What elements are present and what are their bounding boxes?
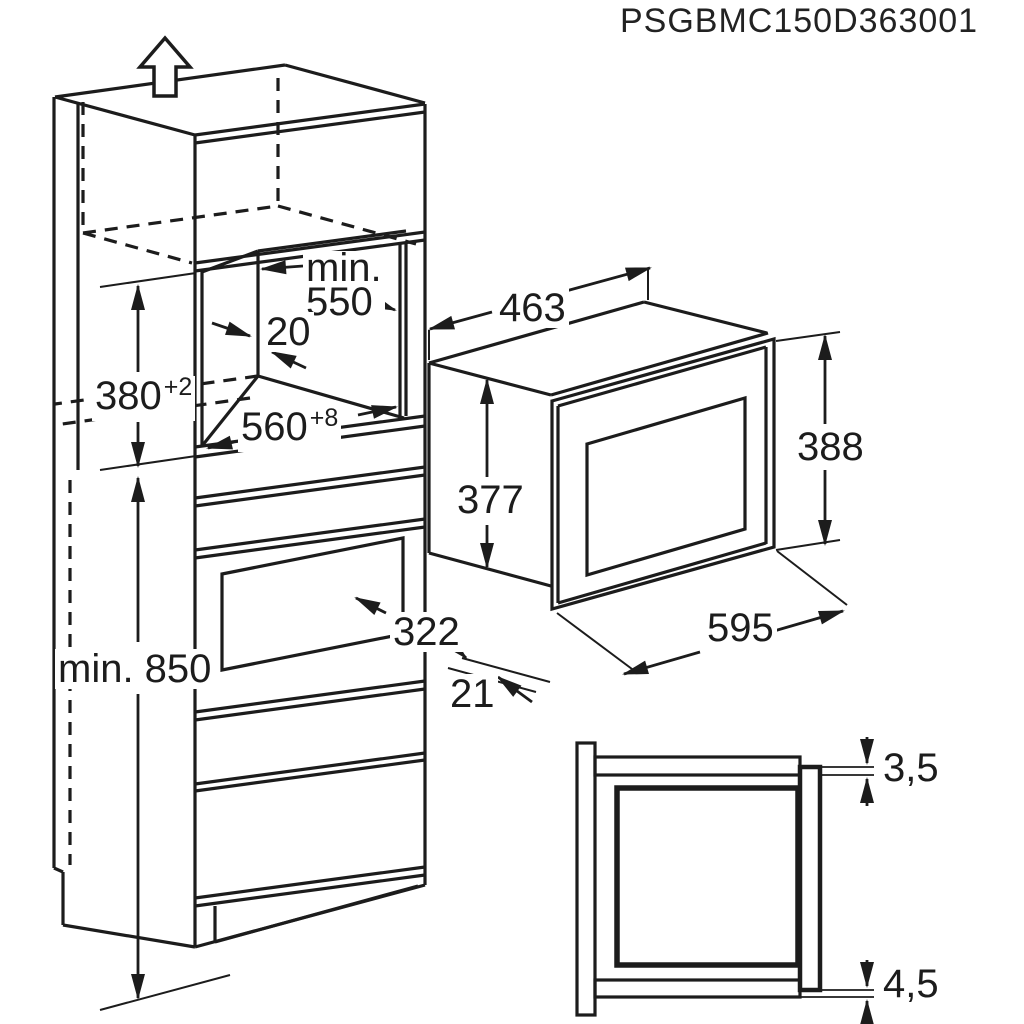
dim-niche-width-tolerance: +8 [309,404,339,432]
dim-niche-height-tolerance: +2 [163,373,193,401]
dim-label-min-floor-height: min. 850 [55,649,215,689]
dim-niche-depth-value: 550 [306,280,373,324]
dim-niche-width-value: 560 [241,405,308,449]
microwave-door-window [585,395,747,578]
plan-door-frame [797,764,823,993]
plan-top-panel [593,755,802,777]
dim-niche-depth-prefix: min. [306,246,382,290]
plan-bottom-panel [593,978,802,999]
hidden-edges [54,78,417,865]
dim-label-door-protrusion: 21 [447,674,498,714]
plan-side-wall [575,741,597,1017]
dim-label-niche-depth: min. 550 [303,246,385,324]
plan-microwave-body [614,785,801,968]
dim-label-niche-width: 560+8 [238,404,342,452]
dim-label-bottom-gap: 4,5 [880,964,942,1004]
plan-view-drawing [575,741,823,1017]
dim-label-top-gap: 3,5 [880,748,942,788]
dim-label-rear-clearance: 20 [263,312,314,352]
dim-label-body-width: 463 [496,288,569,328]
microwave-drawing [427,300,776,612]
oven-door-window [220,536,405,672]
dim-label-body-depth: 322 [390,612,463,652]
dim-label-door-height: 388 [794,427,867,467]
drawing-code: PSGBMC150D363001 [620,2,979,40]
dim-label-door-width: 595 [704,608,777,648]
microwave-door [550,336,776,612]
dim-label-body-height: 377 [454,480,527,520]
up-arrow-icon [136,35,194,98]
cabinet-drawing [52,63,427,949]
dim-label-niche-height: 380+2 [92,373,196,421]
dim-niche-height-value: 380 [95,374,162,418]
